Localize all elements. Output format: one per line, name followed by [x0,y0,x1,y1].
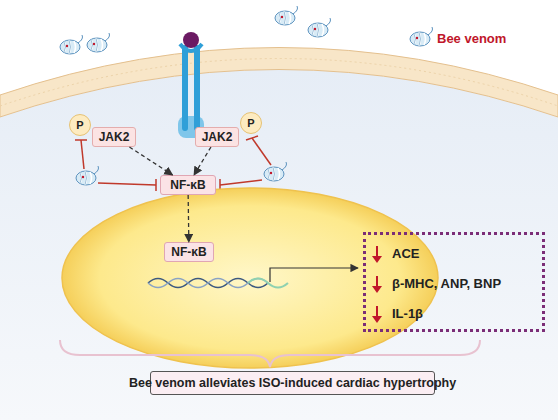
node-text: P [76,119,83,131]
down-arrows [372,246,382,323]
node-text: JAK2 [202,130,233,144]
nucleus [62,188,438,368]
venom-icons [60,6,433,185]
expression-arrow [270,268,358,282]
node-text: NF-κB [170,178,205,192]
signal-arrow [187,195,189,242]
marker-box: ACEβ-MHC, ANP, BNPIL-1β [363,232,545,332]
factor-box: NF-κB [164,242,214,262]
node-text: IL-1β [366,299,542,329]
node-text: β-MHC, ANP, BNP [366,269,542,299]
signal-arrow [129,147,172,175]
node-text: P [247,117,254,129]
signal-arrow [194,147,211,175]
factor-box: NF-κB [160,175,216,195]
node-text: JAK2 [99,130,130,144]
cytoplasm [0,70,558,420]
bracket [60,340,480,367]
dna [148,279,288,288]
membrane-midline [0,59,558,107]
kinase-box: JAK2 [195,127,239,147]
kinase-box: JAK2 [92,127,136,147]
receptor [178,32,204,138]
cell-membrane [0,48,558,118]
conclusion-box: Bee venom alleviates ISO-induced cardiac… [150,371,435,395]
venom-label: Bee venom [437,31,506,46]
node-text: Bee venom alleviates ISO-induced cardiac… [129,376,456,390]
phospho-circle: P [240,112,262,134]
phospho-circle: P [69,114,91,136]
node-text: ACE [366,239,542,269]
node-text: NF-κB [171,245,206,259]
